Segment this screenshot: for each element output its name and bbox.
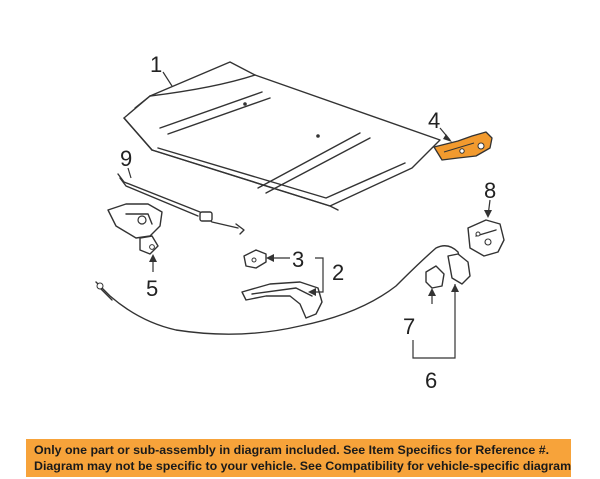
disclaimer-banner: Only one part or sub-assembly in diagram… xyxy=(26,439,571,477)
disclaimer-line-1: Only one part or sub-assembly in diagram… xyxy=(34,443,550,457)
leader-4-arrow xyxy=(443,134,452,142)
hood-latch xyxy=(107,203,163,255)
callout-6: 6 xyxy=(425,368,437,393)
leader-9 xyxy=(127,167,132,179)
leader-8-arrow xyxy=(484,210,492,218)
callout-1: 1 xyxy=(150,52,162,77)
callout-3: 3 xyxy=(292,247,304,272)
callout-2: 2 xyxy=(332,260,344,285)
prop-rod xyxy=(117,173,245,235)
leader-2-bracket xyxy=(312,257,324,293)
callout-4: 4 xyxy=(428,108,440,133)
cable-clip xyxy=(425,265,445,289)
callout-7: 7 xyxy=(403,314,415,339)
leader-2-arrow xyxy=(308,288,316,296)
disclaimer-line-2: Diagram may not be specific to your vehi… xyxy=(34,459,571,473)
leader-6-arrow xyxy=(451,284,459,292)
callout-9: 9 xyxy=(120,146,132,171)
leader-3-arrow xyxy=(266,254,274,262)
hood-panel xyxy=(123,61,441,211)
leader-6-bracket xyxy=(412,284,456,359)
parts-diagram: 1 4 9 5 3 2 xyxy=(95,52,505,393)
hood-striker xyxy=(467,219,505,257)
lock-bracket xyxy=(243,249,267,269)
release-cable xyxy=(95,245,471,335)
lock-support xyxy=(241,281,323,319)
leader-5-arrow xyxy=(149,254,157,262)
hood-hinge-highlighted xyxy=(433,131,493,161)
leader-7-arrow xyxy=(428,288,436,296)
callout-8: 8 xyxy=(484,178,496,203)
leader-1 xyxy=(162,71,173,87)
callout-5: 5 xyxy=(146,276,158,301)
